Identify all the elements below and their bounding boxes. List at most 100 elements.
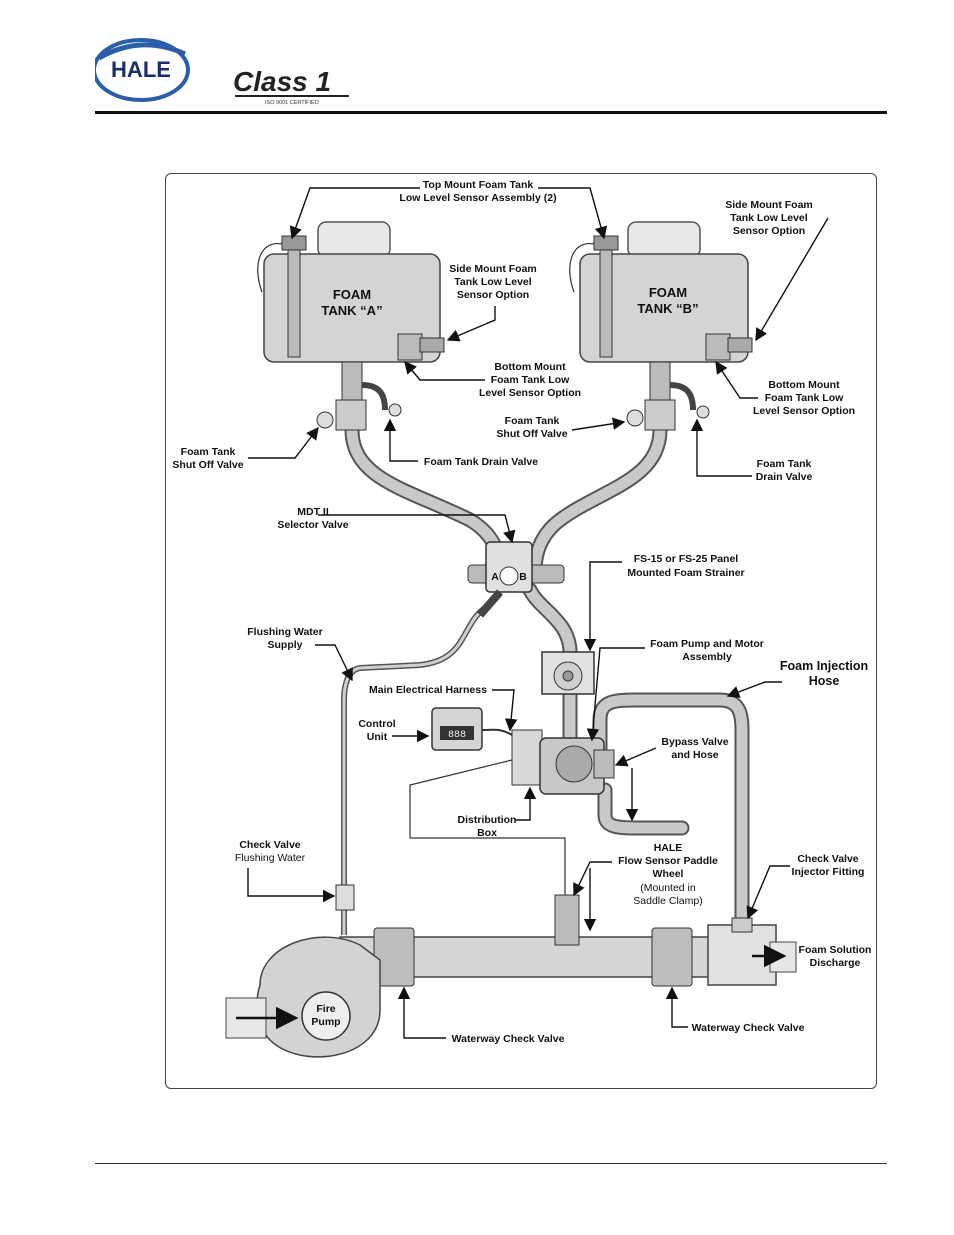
header-logos: HALE Class 1 ISO 9001 CERTIFIED — [92, 38, 349, 106]
tank-a-bottom-sensor — [397, 333, 423, 361]
tank-a-outlet — [341, 361, 363, 403]
control-unit-display: 888 — [448, 730, 466, 741]
label-bottom-mount-b-3: Level Sensor Option — [753, 405, 855, 417]
check-valve-flushing — [335, 884, 355, 911]
tank-b-bottom-sensor — [705, 333, 731, 361]
label-drain-b-1: Foam Tank — [757, 458, 812, 470]
footer-rule — [95, 1163, 887, 1164]
label-check-injector-2: Injector Fitting — [792, 866, 865, 878]
label-drain-a: Foam Tank Drain Valve — [424, 456, 538, 468]
label-flushing-1: Flushing Water — [247, 626, 322, 638]
label-foam-solution-2: Discharge — [810, 957, 861, 969]
tank-b-outlet — [649, 361, 671, 403]
tank-a-shutoff-handle — [316, 411, 334, 429]
label-side-mount-b-3: Sensor Option — [733, 225, 805, 237]
label-pump-motor-2: Assembly — [682, 651, 732, 663]
label-bottom-mount-b-2: Foam Tank Low — [765, 392, 844, 404]
hoses — [341, 422, 750, 935]
tank-b-shutoff-valve — [644, 399, 676, 431]
tank-a-top-sensor — [287, 241, 301, 358]
tank-a-label-line2: TANK “A” — [321, 303, 382, 318]
label-side-mount-b-1: Side Mount Foam — [725, 199, 813, 211]
tank-b-shutoff-handle — [626, 409, 644, 427]
label-bottom-mount-a-1: Bottom Mount — [494, 361, 566, 373]
label-flow-sensor-2: Flow Sensor Paddle — [618, 855, 718, 867]
label-bypass-1: Bypass Valve — [661, 736, 728, 748]
flushing-water-hose — [341, 602, 492, 935]
tank-b-label-line1: FOAM — [649, 285, 687, 300]
mdt-selector-valve: A B — [467, 541, 565, 618]
tank-b-drain-valve — [696, 405, 710, 419]
label-bottom-mount-b-1: Bottom Mount — [768, 379, 840, 391]
fire-pump-label-line1: Fire — [316, 1003, 335, 1015]
label-shutoff-a-2: Shut Off Valve — [172, 459, 243, 471]
label-bottom-mount-a-2: Foam Tank Low — [491, 374, 570, 386]
class1-logo-text: Class 1 — [233, 66, 331, 97]
label-side-mount-a-1: Side Mount Foam — [449, 263, 537, 275]
tank-b-label-line2: TANK “B” — [637, 301, 698, 316]
check-valve-injector — [731, 917, 753, 933]
hale-logo-swoosh — [97, 42, 187, 61]
bypass-valve — [593, 749, 615, 779]
label-control-unit-2: Unit — [367, 731, 388, 743]
label-side-mount-b-2: Tank Low Level — [730, 212, 807, 224]
diagram-frame — [165, 173, 877, 1089]
label-flushing-2: Supply — [267, 639, 302, 651]
label-flow-sensor-note-2: Saddle Clamp) — [633, 895, 702, 907]
label-strainer-1: FS-15 or FS-25 Panel — [634, 553, 739, 565]
label-side-mount-a-2: Tank Low Level — [454, 276, 531, 288]
control-unit: 888 — [431, 707, 513, 751]
callout-labels: Top Mount Foam Tank Low Level Sensor Ass… — [172, 179, 871, 1045]
label-top-mount-line1: Top Mount Foam Tank — [423, 179, 534, 191]
label-strainer-2: Mounted Foam Strainer — [627, 567, 744, 579]
label-main-harness: Main Electrical Harness — [369, 684, 487, 696]
class1-logo: Class 1 ISO 9001 CERTIFIED — [233, 66, 349, 106]
sensor-wire — [409, 759, 566, 900]
waterway-pipe — [335, 884, 797, 987]
label-injection-hose-2: Hose — [809, 674, 840, 688]
tank-b-top-sensor — [599, 241, 613, 358]
label-bypass-2: and Hose — [671, 749, 718, 761]
label-bottom-mount-a-3: Level Sensor Option — [479, 387, 581, 399]
label-distribution-2: Box — [477, 827, 497, 839]
foam-pump-motor — [511, 729, 615, 795]
label-top-mount-line2: Low Level Sensor Assembly (2) — [399, 192, 556, 204]
label-shutoff-a-1: Foam Tank — [181, 446, 236, 458]
tank-a-label-line1: FOAM — [333, 287, 371, 302]
page-header: HALE Class 1 ISO 9001 CERTIFIED — [92, 30, 890, 115]
label-check-flush-sub: Flushing Water — [235, 852, 306, 864]
selector-face-a: A — [491, 571, 499, 583]
distribution-box — [511, 729, 543, 786]
tank-a-shutoff-valve — [335, 399, 367, 431]
flow-sensor — [554, 894, 580, 946]
foam-strainer — [541, 651, 595, 695]
hale-logo-text: HALE — [111, 57, 171, 82]
label-check-flush-title: Check Valve — [239, 839, 300, 851]
label-pump-motor-1: Foam Pump and Motor — [650, 638, 764, 650]
label-distribution-1: Distribution — [458, 814, 517, 826]
label-flow-sensor-3: Wheel — [653, 868, 684, 880]
label-shutoff-b-2: Shut Off Valve — [496, 428, 567, 440]
label-shutoff-b-1: Foam Tank — [505, 415, 560, 427]
hale-logo: HALE — [92, 38, 190, 102]
label-injection-hose-1: Foam Injection — [780, 659, 868, 673]
tank-a-side-sensor — [419, 337, 445, 353]
foam-tank-a: FOAM TANK “A” — [257, 221, 445, 431]
waterway-check-valve-right — [651, 927, 693, 987]
tank-a-drain-valve — [388, 403, 402, 417]
label-mdt-1: MDT II — [297, 506, 329, 518]
label-check-injector-1: Check Valve — [797, 853, 858, 865]
label-waterway-right: Waterway Check Valve — [692, 1022, 805, 1034]
tank-b-fill-cap — [627, 221, 701, 258]
label-mdt-2: Selector Valve — [277, 519, 348, 531]
label-waterway-left: Waterway Check Valve — [452, 1033, 565, 1045]
class1-tagline: ISO 9001 CERTIFIED — [265, 100, 319, 106]
label-drain-b-2: Drain Valve — [756, 471, 813, 483]
label-flow-sensor-note-1: (Mounted in — [640, 882, 696, 894]
tank-a-fill-cap — [317, 221, 391, 258]
selector-face-b: B — [519, 571, 527, 583]
fire-pump: Fire Pump — [225, 936, 381, 1058]
label-side-mount-a-3: Sensor Option — [457, 289, 529, 301]
header-rule — [95, 111, 887, 114]
